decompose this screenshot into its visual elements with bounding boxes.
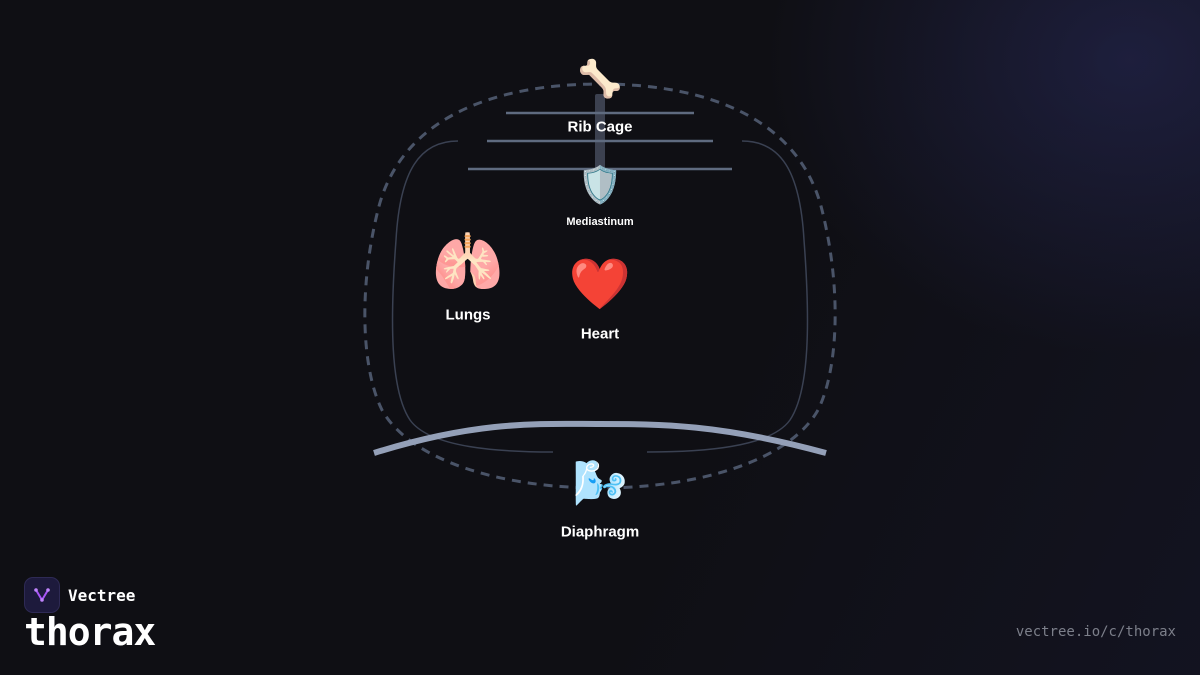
wind-icon: 🌬️ (572, 458, 628, 509)
bone-icon: 🦴 (577, 59, 623, 100)
left-cavity-outline (391, 140, 554, 453)
right-cavity-outline (646, 140, 809, 453)
mediastinum-label: Mediastinum (566, 216, 634, 228)
shield-icon: 🛡️ (577, 165, 623, 206)
page-url[interactable]: vectree.io/c/thorax (1015, 624, 1176, 640)
lungs-label: Lungs (445, 306, 491, 324)
thorax-outline (363, 82, 837, 490)
diaphragm-label: Diaphragm (560, 523, 640, 541)
brand: Vectree (24, 577, 135, 613)
heart-icon: ❤️ (568, 255, 632, 313)
rib-cage-label: Rib Cage (567, 118, 633, 136)
lungs-icon: 🫁 (431, 228, 505, 296)
diaphragm-arc (373, 420, 827, 456)
brand-name: Vectree (68, 585, 136, 605)
heart-label: Heart (580, 325, 620, 343)
page-title: thorax (24, 610, 156, 654)
vectree-logo-icon (24, 577, 60, 613)
